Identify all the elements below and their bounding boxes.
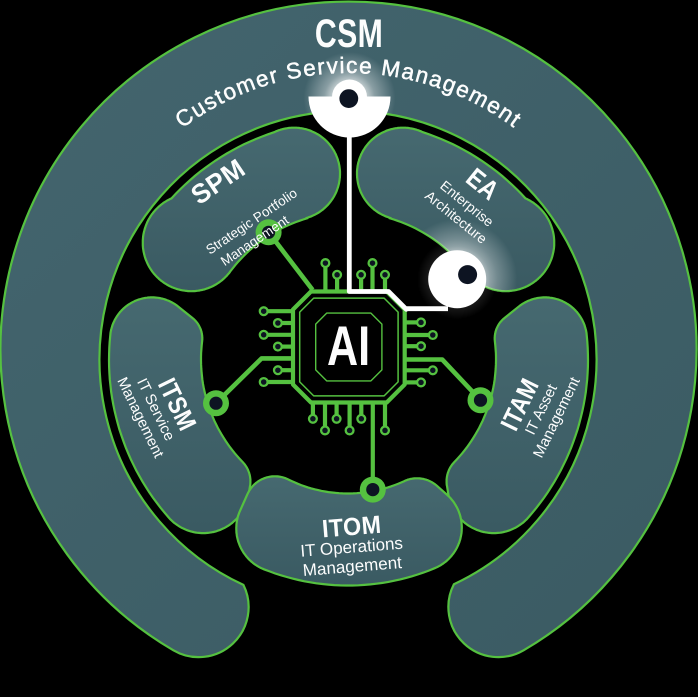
svg-text:ITOM: ITOM: [321, 511, 383, 544]
svg-text:AI: AI: [327, 314, 370, 377]
svg-text:CSM: CSM: [315, 12, 383, 56]
